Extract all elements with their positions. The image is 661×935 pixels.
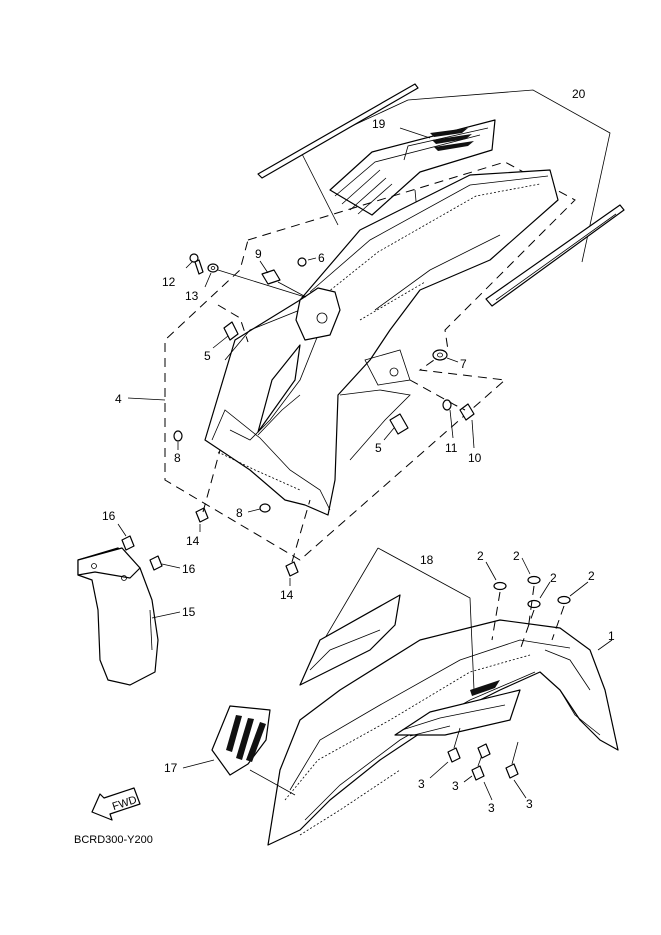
washer-7: [432, 349, 459, 363]
callout-10: 10: [468, 451, 482, 465]
callout-2: 2: [550, 571, 557, 585]
diagram-code: BCRD300-Y200: [74, 834, 153, 846]
callout-18: 18: [420, 553, 434, 567]
screw-16-a: [117, 523, 135, 551]
callout-15: 15: [182, 605, 196, 619]
front-fender-1: [267, 619, 619, 846]
callout-3: 3: [526, 797, 533, 811]
bolt-14-lower: [285, 499, 311, 586]
callout-4: 4: [115, 392, 122, 406]
callout-13: 13: [185, 289, 199, 303]
claw-logo-icon: [430, 128, 474, 151]
decal-18: [299, 547, 521, 737]
callout-19: 19: [372, 117, 386, 131]
callout-3: 3: [418, 777, 425, 791]
fwd-arrow-icon: FWD: [91, 787, 141, 821]
grommet-6: [297, 257, 317, 267]
callout-2: 2: [513, 549, 520, 563]
callout-3: 3: [452, 779, 459, 793]
callout-9: 9: [255, 247, 262, 261]
clip-5-right: [383, 413, 409, 441]
claw-logo-icon: [226, 715, 266, 762]
callout-8: 8: [236, 506, 243, 520]
callout-16: 16: [182, 562, 196, 576]
callout-17: 17: [164, 761, 178, 775]
bolt-10: [409, 379, 475, 449]
screws-3: [429, 727, 527, 801]
callout-16: 16: [102, 509, 116, 523]
screw-16-b: [149, 555, 181, 571]
callout-5: 5: [375, 441, 382, 455]
callout-2: 2: [588, 569, 595, 583]
callout-11: 11: [445, 441, 458, 455]
callout-8: 8: [174, 451, 181, 465]
washers-2: [485, 557, 589, 651]
graphic-set-20: [257, 83, 625, 307]
bolt-12: [185, 253, 204, 275]
callout-12: 12: [162, 275, 176, 289]
callout-3: 3: [488, 801, 495, 815]
clip-5-left: [212, 304, 249, 349]
rear-fender-4: [127, 161, 576, 561]
callout-2: 2: [477, 549, 484, 563]
mud-flap-15: [77, 547, 181, 686]
callout-6: 6: [318, 251, 325, 265]
washer-8-lower: [247, 503, 271, 513]
callout-14: 14: [280, 588, 294, 602]
nut-9: [259, 260, 307, 298]
callout-labels: 1 2 2 2 2 3 3 3 3 4 5 5 6 7 8 8 9 10 11 …: [102, 87, 615, 815]
washer-8-left: [173, 430, 183, 450]
decal-17: [182, 705, 296, 796]
callout-7: 7: [460, 357, 467, 371]
callout-5: 5: [204, 349, 211, 363]
decal-19: [329, 119, 496, 246]
callout-1: 1: [608, 629, 615, 643]
callout-14: 14: [186, 534, 200, 548]
bolt-14-upper: [195, 449, 221, 532]
washer-11: [442, 399, 454, 439]
washer-13: [204, 263, 306, 298]
callout-20: 20: [572, 87, 586, 101]
